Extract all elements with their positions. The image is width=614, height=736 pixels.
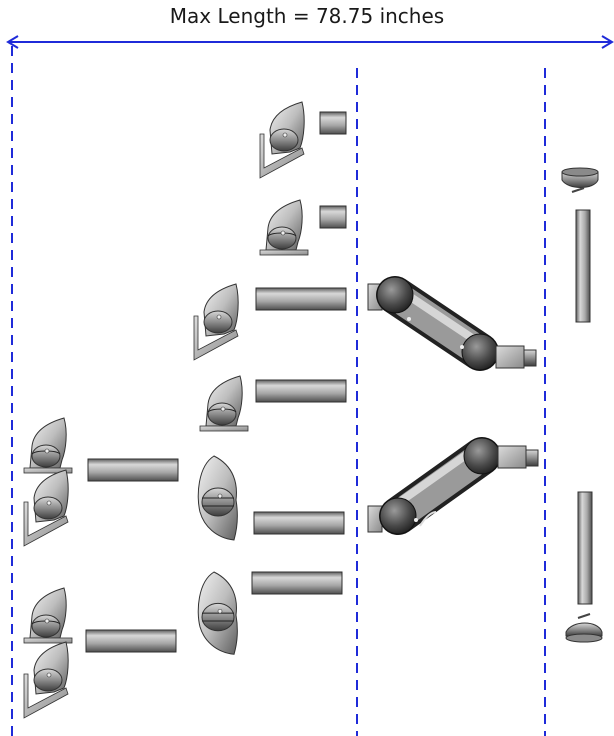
link-bar-icon bbox=[85, 629, 177, 653]
max-length-title: Max Length = 78.75 inches bbox=[169, 4, 445, 28]
hinge-module-icon bbox=[23, 587, 73, 644]
link-bar-icon bbox=[575, 209, 591, 323]
hinge-module-icon bbox=[199, 375, 249, 432]
link-bar-icon bbox=[255, 287, 347, 311]
hinge-module-icon bbox=[193, 283, 239, 361]
hinge-module-icon bbox=[259, 199, 309, 256]
hinge-module-icon bbox=[23, 641, 69, 719]
hinge-module-icon bbox=[197, 455, 238, 541]
hinge-module-icon bbox=[23, 417, 73, 474]
link-bar-icon bbox=[253, 511, 345, 535]
link-bar-icon bbox=[251, 571, 343, 595]
hinge-module-icon bbox=[259, 101, 305, 179]
hinge-module-icon bbox=[23, 469, 69, 547]
section-boundaries bbox=[11, 46, 546, 736]
link-bar-icon bbox=[87, 458, 179, 482]
link-bars bbox=[85, 111, 347, 653]
end-effector-icon bbox=[565, 613, 603, 643]
arm-assembly-icon bbox=[367, 276, 537, 371]
arm-assembly-icon bbox=[367, 437, 539, 535]
link-bar-icon bbox=[319, 111, 347, 135]
link-bar-icon bbox=[319, 205, 347, 229]
end-effector-icon bbox=[561, 167, 599, 193]
dimension-line bbox=[6, 35, 614, 49]
link-bar-icon bbox=[255, 379, 347, 403]
link-bar-icon bbox=[577, 491, 593, 605]
hinge-module-icon bbox=[197, 571, 238, 655]
